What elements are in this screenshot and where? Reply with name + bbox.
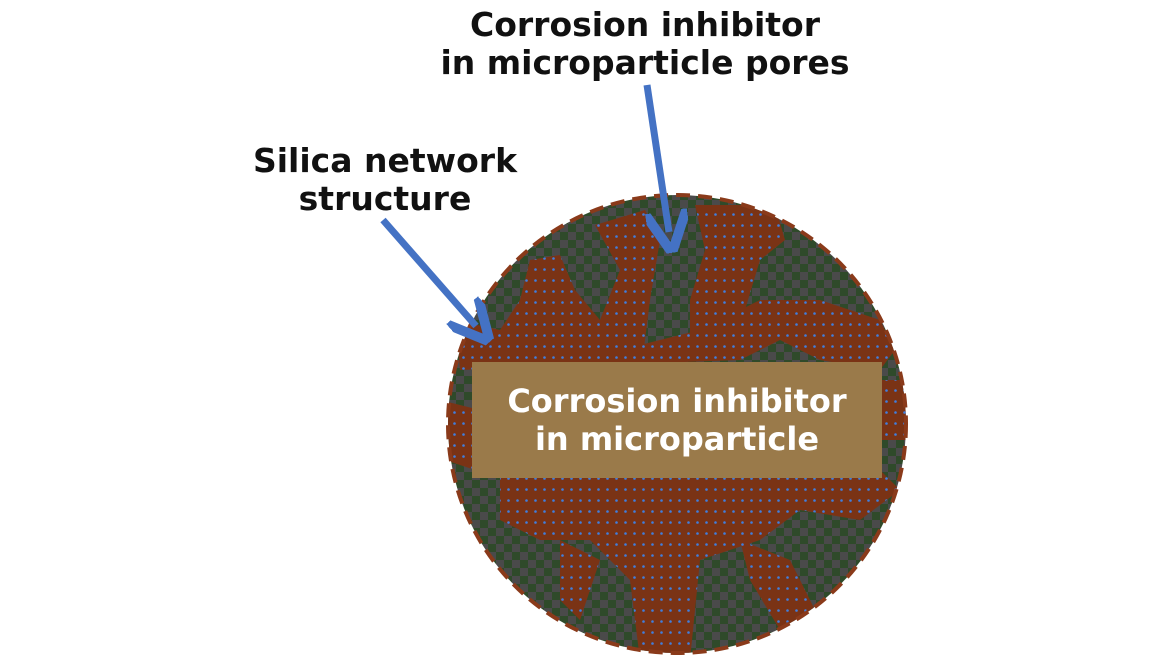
silica-label: Silica network structure <box>235 142 535 218</box>
center-label-line1: Corrosion inhibitor <box>507 382 847 420</box>
pores-label-line1: Corrosion inhibitor <box>470 5 820 44</box>
microparticle <box>446 193 908 655</box>
silica-arrow <box>380 217 476 326</box>
pores-arrow <box>643 84 669 232</box>
silica-label-line2: structure <box>298 179 472 218</box>
center-label: Corrosion inhibitor in microparticle <box>472 362 882 478</box>
pores-label: Corrosion inhibitor in microparticle por… <box>430 6 860 82</box>
silica-label-line1: Silica network <box>252 141 518 180</box>
center-label-line2: in microparticle <box>534 420 820 458</box>
center-label-box <box>472 362 882 478</box>
pores-label-line2: in microparticle pores <box>440 43 850 82</box>
silica-network <box>448 205 906 653</box>
